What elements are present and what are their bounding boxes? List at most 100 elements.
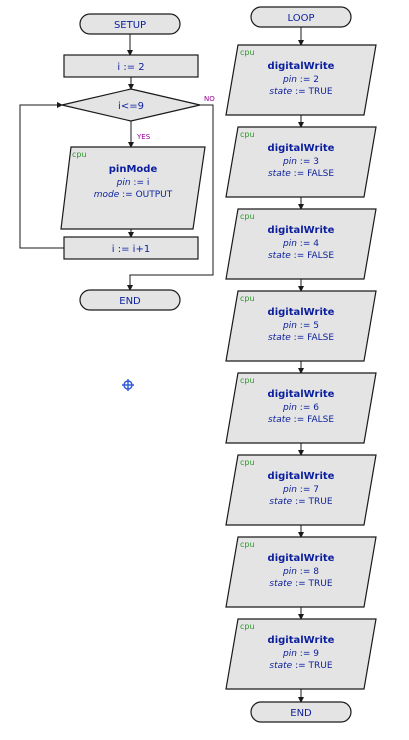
pin-param-value: 5 xyxy=(313,321,319,331)
digitalwrite-function-label: digitalWrite xyxy=(268,635,335,646)
digitalwrite-state-param: state := TRUE xyxy=(269,661,332,671)
state-param-name: state xyxy=(268,169,291,179)
state-param-value: FALSE xyxy=(307,333,334,343)
setup-condition-label: i<=9 xyxy=(118,101,144,112)
pin-param-name: pin xyxy=(282,157,297,167)
state-param-value: FALSE xyxy=(307,415,334,425)
pinmode-mode-name: mode xyxy=(94,190,120,200)
pin-param-name: pin xyxy=(282,321,297,331)
loop-end-terminal[interactable]: END xyxy=(250,701,352,723)
pin-param-name: pin xyxy=(282,485,297,495)
digitalwrite-state-param: state := FALSE xyxy=(268,251,334,261)
digitalwrite-pin-param: pin := 9 xyxy=(282,649,319,659)
digitalwrite-function-label: digitalWrite xyxy=(268,225,335,236)
digitalwrite-io-block[interactable]: cpu digitalWrite pin := 9 state := TRUE xyxy=(225,618,377,690)
setup-init-process[interactable]: i := 2 xyxy=(63,54,199,78)
yes-branch-label: YES xyxy=(136,133,151,141)
pin-param-name: pin xyxy=(282,75,297,85)
setup-start-label: SETUP xyxy=(114,20,146,31)
pin-param-value: 3 xyxy=(313,157,319,167)
digitalwrite-io-block[interactable]: cpu digitalWrite pin := 5 state := FALSE xyxy=(225,290,377,362)
pin-param-value: 4 xyxy=(313,239,319,249)
pinmode-function-label: pinMode xyxy=(109,164,158,175)
loop-start-terminal[interactable]: LOOP xyxy=(250,6,352,28)
digitalwrite-cpu-tag: cpu xyxy=(240,130,255,139)
pinmode-cpu-tag: cpu xyxy=(72,150,87,159)
pin-param-value: 2 xyxy=(313,75,319,85)
digitalwrite-state-param: state := FALSE xyxy=(268,415,334,425)
state-param-value: FALSE xyxy=(307,169,334,179)
pin-param-name: pin xyxy=(282,239,297,249)
state-param-name: state xyxy=(269,579,292,589)
digitalwrite-state-param: state := TRUE xyxy=(269,87,332,97)
state-param-value: TRUE xyxy=(308,661,333,671)
digitalwrite-cpu-tag: cpu xyxy=(240,376,255,385)
digitalwrite-function-label: digitalWrite xyxy=(268,389,335,400)
crosshair-marker-icon xyxy=(122,379,134,391)
setup-flow: SETUP i := 2 i<=9 YES NO cpu pinMode pin… xyxy=(60,13,215,311)
no-branch-label: NO xyxy=(204,95,215,103)
digitalwrite-state-param: state := FALSE xyxy=(268,333,334,343)
digitalwrite-pin-param: pin := 3 xyxy=(282,157,319,167)
digitalwrite-io-block[interactable]: cpu digitalWrite pin := 7 state := TRUE xyxy=(225,454,377,526)
digitalwrite-function-label: digitalWrite xyxy=(268,553,335,564)
setup-init-label: i := 2 xyxy=(117,62,144,73)
state-param-name: state xyxy=(269,87,292,97)
digitalwrite-function-label: digitalWrite xyxy=(268,143,335,154)
digitalwrite-pin-param: pin := 6 xyxy=(282,403,319,413)
digitalwrite-pin-param: pin := 7 xyxy=(282,485,319,495)
setup-increment-process[interactable]: i := i+1 xyxy=(63,236,199,260)
digitalwrite-function-label: digitalWrite xyxy=(268,307,335,318)
digitalwrite-cpu-tag: cpu xyxy=(240,622,255,631)
setup-end-terminal[interactable]: END xyxy=(79,289,181,311)
state-param-value: FALSE xyxy=(307,251,334,261)
pinmode-mode-param: mode := OUTPUT xyxy=(94,190,173,200)
digitalwrite-cpu-tag: cpu xyxy=(240,212,255,221)
pinmode-io-block[interactable]: cpu pinMode pin := i mode := OUTPUT xyxy=(60,146,206,230)
digitalwrite-cpu-tag: cpu xyxy=(240,48,255,57)
pinmode-pin-param: pin := i xyxy=(116,178,150,188)
connector-condition-no xyxy=(127,104,214,291)
state-param-name: state xyxy=(268,415,291,425)
state-param-name: state xyxy=(269,497,292,507)
pinmode-pin-value: i xyxy=(147,178,150,188)
state-param-name: state xyxy=(268,251,291,261)
pinmode-mode-value: OUTPUT xyxy=(136,190,173,200)
digitalwrite-state-param: state := TRUE xyxy=(269,497,332,507)
pin-param-value: 7 xyxy=(313,485,319,495)
pin-param-value: 9 xyxy=(313,649,319,659)
pin-param-name: pin xyxy=(282,649,297,659)
digitalwrite-cpu-tag: cpu xyxy=(240,458,255,467)
state-param-name: state xyxy=(268,333,291,343)
pin-param-value: 6 xyxy=(313,403,319,413)
pinmode-pin-name: pin xyxy=(116,178,131,188)
digitalwrite-io-block[interactable]: cpu digitalWrite pin := 3 state := FALSE xyxy=(225,126,377,198)
digitalwrite-pin-param: pin := 5 xyxy=(282,321,319,331)
state-param-name: state xyxy=(269,661,292,671)
loop-end-label: END xyxy=(290,708,312,719)
loop-start-label: LOOP xyxy=(288,13,315,24)
pin-param-name: pin xyxy=(282,403,297,413)
digitalwrite-function-label: digitalWrite xyxy=(268,61,335,72)
flow-connectors xyxy=(19,27,304,703)
digitalwrite-function-label: digitalWrite xyxy=(268,471,335,482)
digitalwrite-io-block[interactable]: cpu digitalWrite pin := 6 state := FALSE xyxy=(225,372,377,444)
pin-param-name: pin xyxy=(282,567,297,577)
digitalwrite-cpu-tag: cpu xyxy=(240,540,255,549)
digitalwrite-state-param: state := FALSE xyxy=(268,169,334,179)
state-param-value: TRUE xyxy=(308,579,333,589)
setup-increment-label: i := i+1 xyxy=(112,244,150,255)
state-param-value: TRUE xyxy=(308,87,333,97)
digitalwrite-cpu-tag: cpu xyxy=(240,294,255,303)
digitalwrite-state-param: state := TRUE xyxy=(269,579,332,589)
connector-loopback xyxy=(19,102,64,249)
setup-condition-decision[interactable]: i<=9 xyxy=(61,88,201,122)
setup-start-terminal[interactable]: SETUP xyxy=(79,13,181,35)
digitalwrite-pin-param: pin := 8 xyxy=(282,567,319,577)
digitalwrite-io-block[interactable]: cpu digitalWrite pin := 8 state := TRUE xyxy=(225,536,377,608)
state-param-value: TRUE xyxy=(308,497,333,507)
